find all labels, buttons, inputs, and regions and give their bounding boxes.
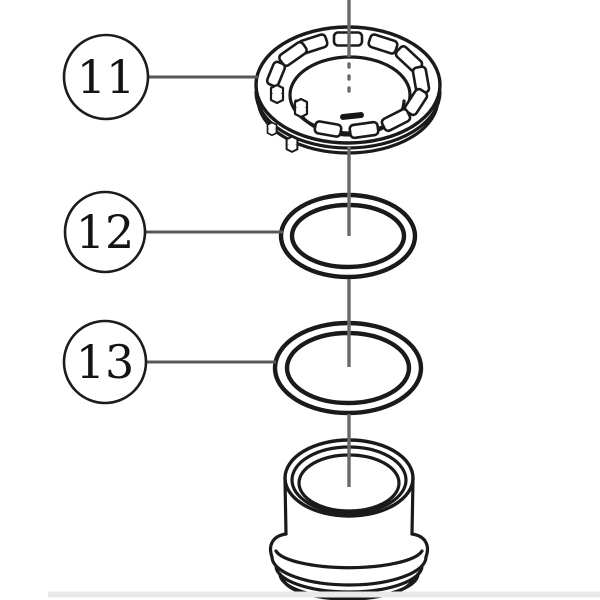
ring-notch — [340, 112, 364, 120]
callout-12-label: 12 — [76, 205, 135, 259]
callout-11[interactable]: 11 — [62, 33, 150, 121]
callout-13-label: 13 — [76, 335, 135, 389]
hex-bolt — [285, 135, 299, 153]
callout-11-circle[interactable] — [62, 33, 150, 121]
callout-13-circle[interactable] — [62, 319, 148, 405]
hex-bolt — [293, 97, 309, 119]
hex-bolt — [269, 83, 285, 105]
callout-13[interactable]: 13 — [62, 319, 148, 405]
callout-12[interactable]: 12 — [63, 190, 147, 274]
hex-bolt — [266, 121, 278, 137]
bottom-edge-bar — [48, 591, 600, 598]
callout-12-circle[interactable] — [63, 190, 147, 274]
callout-11-label: 11 — [77, 50, 136, 104]
